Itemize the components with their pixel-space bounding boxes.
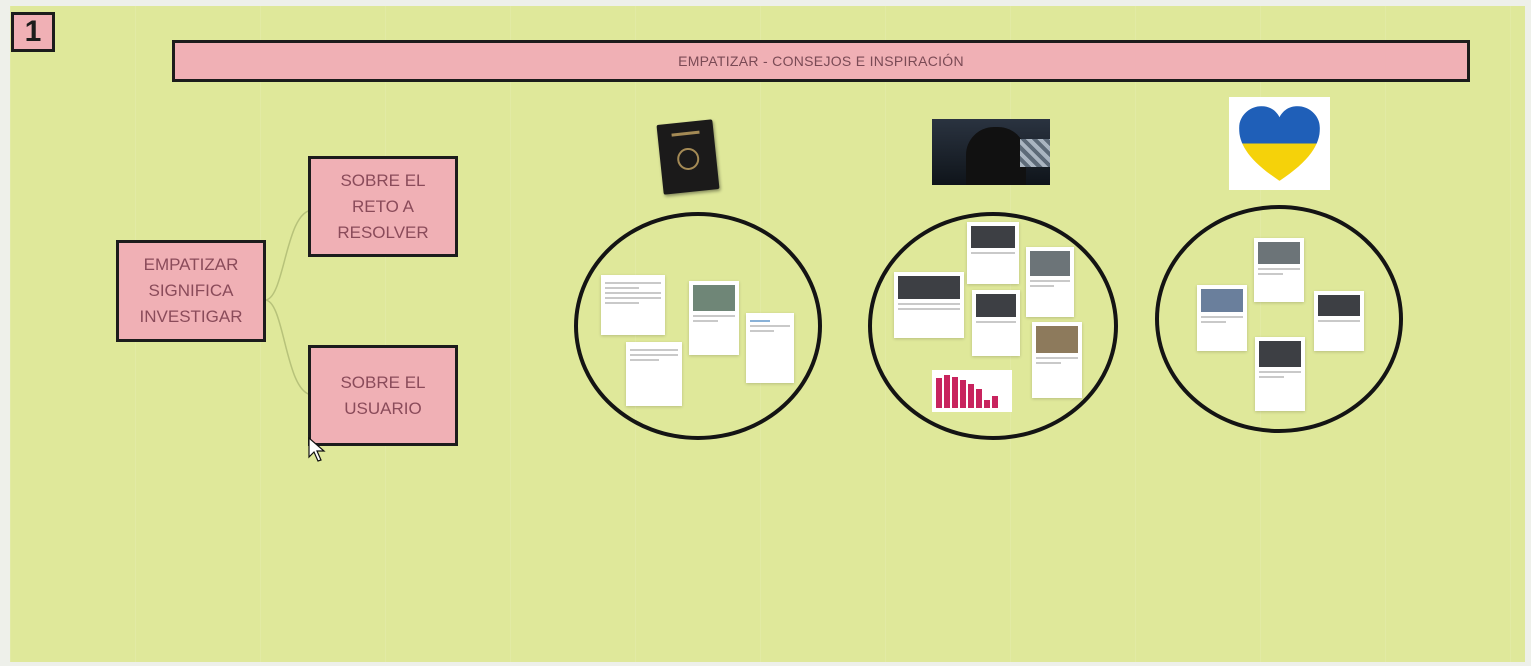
card-line bbox=[1030, 284, 1054, 287]
card-line bbox=[605, 292, 661, 294]
person-silhouette bbox=[966, 127, 1026, 185]
card-line bbox=[1258, 268, 1300, 271]
card-line bbox=[630, 349, 678, 351]
article-card[interactable] bbox=[1254, 238, 1304, 302]
article-thumbnail bbox=[1036, 326, 1078, 354]
card-line bbox=[1036, 362, 1062, 365]
cluster-circle-2[interactable] bbox=[868, 212, 1118, 440]
note-card[interactable] bbox=[746, 313, 794, 383]
board-title-banner[interactable]: EMPATIZAR - CONSEJOS E INSPIRACIÓN bbox=[172, 40, 1470, 82]
article-card[interactable] bbox=[1255, 337, 1305, 411]
article-card[interactable] bbox=[1026, 247, 1074, 317]
card-line bbox=[693, 320, 719, 323]
chart-bar bbox=[968, 384, 974, 408]
article-thumbnail bbox=[1318, 295, 1360, 316]
article-card[interactable] bbox=[1197, 285, 1247, 351]
article-card[interactable] bbox=[689, 281, 739, 355]
card-line bbox=[630, 354, 678, 356]
mind-map-connector bbox=[265, 209, 313, 396]
mind-map-root-node[interactable]: EMPATIZAR SIGNIFICA INVESTIGAR bbox=[116, 240, 266, 342]
chart-bar bbox=[936, 378, 942, 408]
article-thumbnail bbox=[971, 226, 1015, 248]
card-line bbox=[1036, 357, 1078, 360]
article-card[interactable] bbox=[894, 272, 964, 338]
card-line bbox=[750, 325, 790, 327]
chart-bar bbox=[960, 380, 966, 408]
ukraine-heart-icon bbox=[1239, 106, 1320, 181]
cluster-circle-3[interactable] bbox=[1155, 205, 1403, 433]
card-line bbox=[693, 315, 735, 318]
card-line bbox=[605, 282, 661, 284]
card-line bbox=[1201, 321, 1227, 324]
article-thumbnail bbox=[693, 285, 735, 312]
passport-stripe bbox=[671, 130, 700, 137]
passport-seal bbox=[676, 146, 701, 172]
card-line bbox=[750, 320, 770, 322]
article-card[interactable] bbox=[626, 342, 682, 406]
card-line bbox=[898, 308, 960, 311]
article-thumbnail bbox=[976, 294, 1016, 318]
card-line bbox=[630, 359, 659, 361]
card-line bbox=[971, 251, 1015, 254]
chart-bar bbox=[984, 400, 990, 408]
bar-chart-card[interactable] bbox=[932, 370, 1012, 412]
note-card[interactable] bbox=[601, 275, 665, 335]
card-line bbox=[1259, 376, 1285, 379]
article-card[interactable] bbox=[1032, 322, 1082, 398]
mind-map-branch-challenge[interactable]: SOBRE EL RETO A RESOLVER bbox=[308, 156, 458, 257]
passport-icon[interactable] bbox=[656, 119, 720, 195]
article-card[interactable] bbox=[1314, 291, 1364, 351]
chart-bar bbox=[992, 396, 998, 408]
card-line bbox=[750, 330, 774, 332]
card-line bbox=[1258, 273, 1284, 276]
article-card[interactable] bbox=[972, 290, 1020, 356]
card-line bbox=[1318, 319, 1360, 322]
card-line bbox=[1030, 279, 1070, 282]
card-line bbox=[1259, 371, 1301, 374]
chart-bar bbox=[952, 377, 958, 408]
mouse-cursor-icon bbox=[308, 437, 326, 462]
stage-photo[interactable] bbox=[932, 119, 1050, 185]
card-line bbox=[1201, 316, 1243, 319]
card-line bbox=[605, 302, 639, 304]
card-line bbox=[605, 297, 661, 299]
card-line bbox=[898, 303, 960, 306]
cluster-circle-1[interactable] bbox=[574, 212, 822, 440]
article-thumbnail bbox=[1201, 289, 1243, 313]
frame-number-badge[interactable]: 1 bbox=[11, 12, 55, 52]
card-line bbox=[605, 287, 639, 289]
article-thumbnail bbox=[1030, 251, 1070, 276]
chart-bar bbox=[944, 375, 950, 408]
article-thumbnail bbox=[1258, 242, 1300, 265]
article-thumbnail bbox=[898, 276, 960, 300]
mind-map-branch-user[interactable]: SOBRE EL USUARIO bbox=[308, 345, 458, 446]
article-thumbnail bbox=[1259, 341, 1301, 368]
stage-light bbox=[1020, 139, 1050, 167]
ukraine-heart-card[interactable] bbox=[1229, 97, 1330, 190]
card-line bbox=[976, 321, 1016, 324]
chart-bar bbox=[976, 389, 982, 408]
article-card[interactable] bbox=[967, 222, 1019, 284]
